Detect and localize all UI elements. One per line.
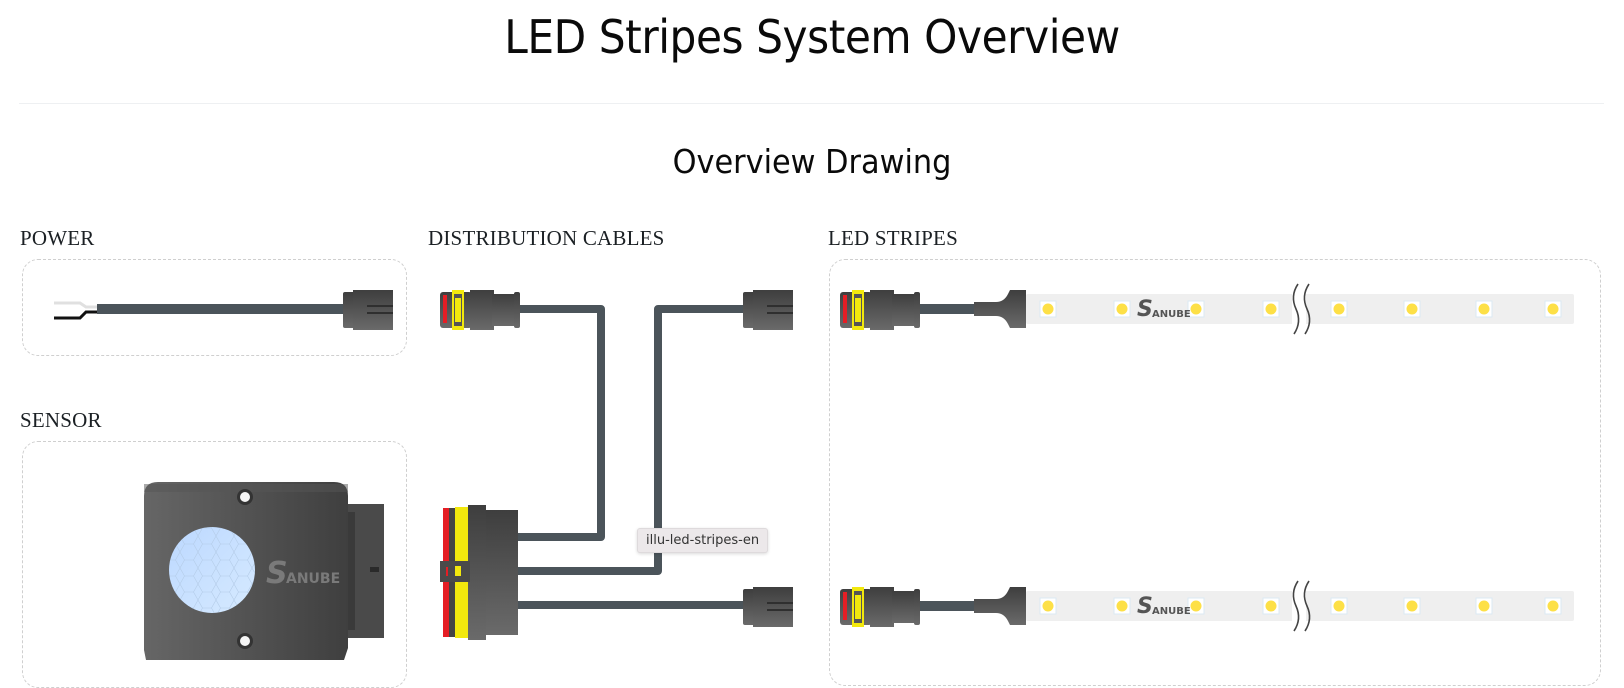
image-tooltip: illu-led-stripes-en — [637, 528, 769, 553]
led-light — [1333, 303, 1345, 315]
distribution-output-connector-icon — [743, 587, 793, 627]
distribution-input-connector-icon — [440, 290, 520, 330]
power-box — [22, 259, 407, 356]
stripe-cable — [910, 304, 976, 314]
led-light — [1190, 303, 1202, 315]
led-light — [1042, 303, 1054, 315]
power-cable — [54, 290, 393, 330]
distribution-cables — [440, 290, 793, 640]
section-title: Overview Drawing — [672, 142, 952, 181]
distribution-label: DISTRIBUTION CABLES — [428, 226, 665, 250]
led-light — [1042, 600, 1054, 612]
led-light — [1547, 600, 1559, 612]
power-label: POWER — [20, 226, 95, 250]
sensor-device: S ANUBE — [144, 482, 384, 660]
led-light — [1547, 303, 1559, 315]
svg-text:ANUBE: ANUBE — [286, 571, 340, 587]
led-light — [1116, 600, 1128, 612]
stripe-end-cap-icon — [974, 587, 1026, 625]
stripe-connector-icon — [840, 587, 920, 627]
stripe-end-cap-icon — [974, 290, 1026, 328]
led-light — [1265, 303, 1277, 315]
sanube-logo-icon: S — [1137, 594, 1153, 619]
page-title: LED Stripes System Overview — [504, 10, 1120, 64]
svg-text:ANUBE: ANUBE — [1152, 309, 1191, 320]
break-mark-icon — [1292, 580, 1300, 632]
led-light — [1265, 600, 1277, 612]
stripe-cable — [910, 601, 976, 611]
sensor-label: SENSOR — [20, 408, 102, 432]
led-light — [1406, 303, 1418, 315]
splitter-icon — [440, 505, 518, 640]
divider — [19, 103, 1604, 104]
led-light — [1333, 600, 1345, 612]
led-light — [1478, 600, 1490, 612]
power-connector-icon — [343, 290, 393, 330]
distribution-output-connector-icon — [743, 290, 793, 330]
led-stripes-label: LED STRIPES — [828, 226, 958, 250]
break-mark-icon — [1292, 283, 1300, 335]
led-light — [1116, 303, 1128, 315]
led-light — [1190, 600, 1202, 612]
stripe-connector-icon — [840, 290, 920, 330]
sanube-logo-icon: S — [266, 556, 288, 591]
led-light — [1478, 303, 1490, 315]
svg-text:ANUBE: ANUBE — [1152, 606, 1191, 617]
led-light — [1406, 600, 1418, 612]
sanube-logo-icon: S — [1137, 297, 1153, 322]
